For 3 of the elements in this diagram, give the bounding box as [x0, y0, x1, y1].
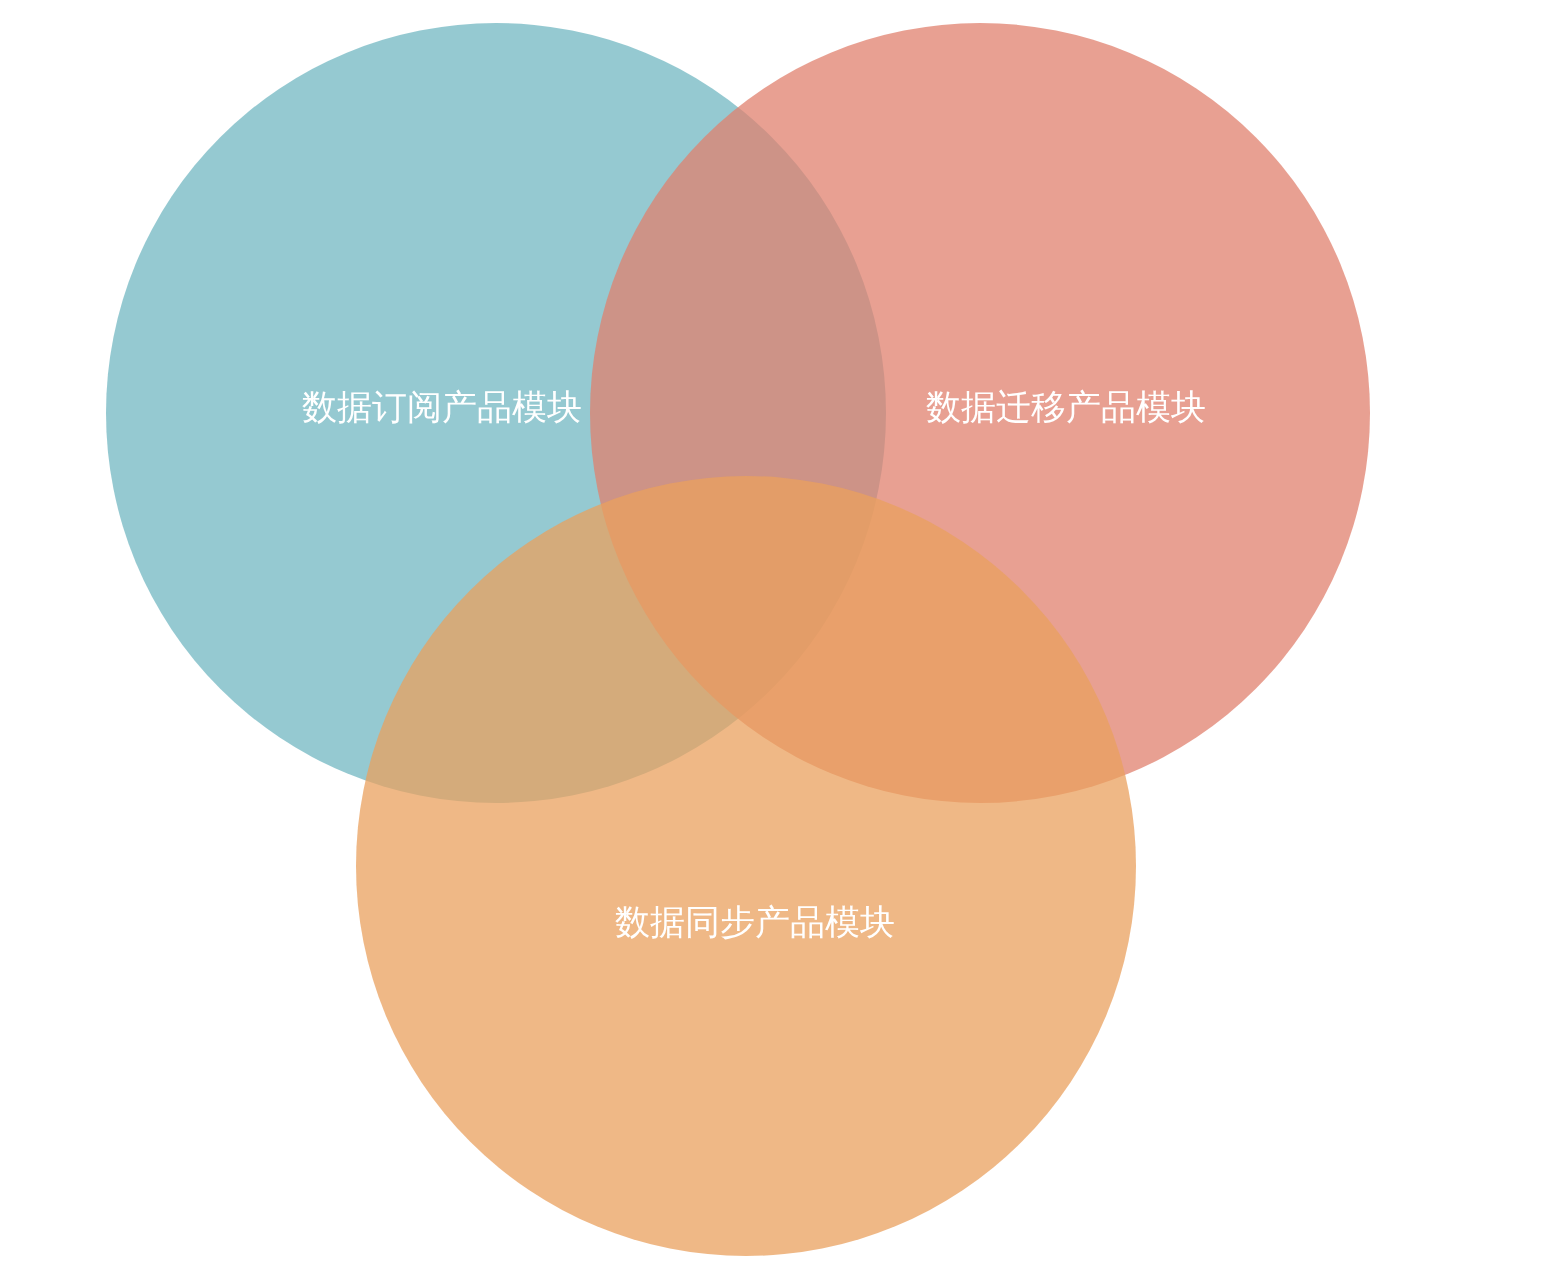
circle-label: 数据同步产品模块	[615, 901, 895, 943]
circle-label: 数据订阅产品模块	[302, 386, 582, 428]
circle-label: 数据迁移产品模块	[926, 386, 1206, 428]
